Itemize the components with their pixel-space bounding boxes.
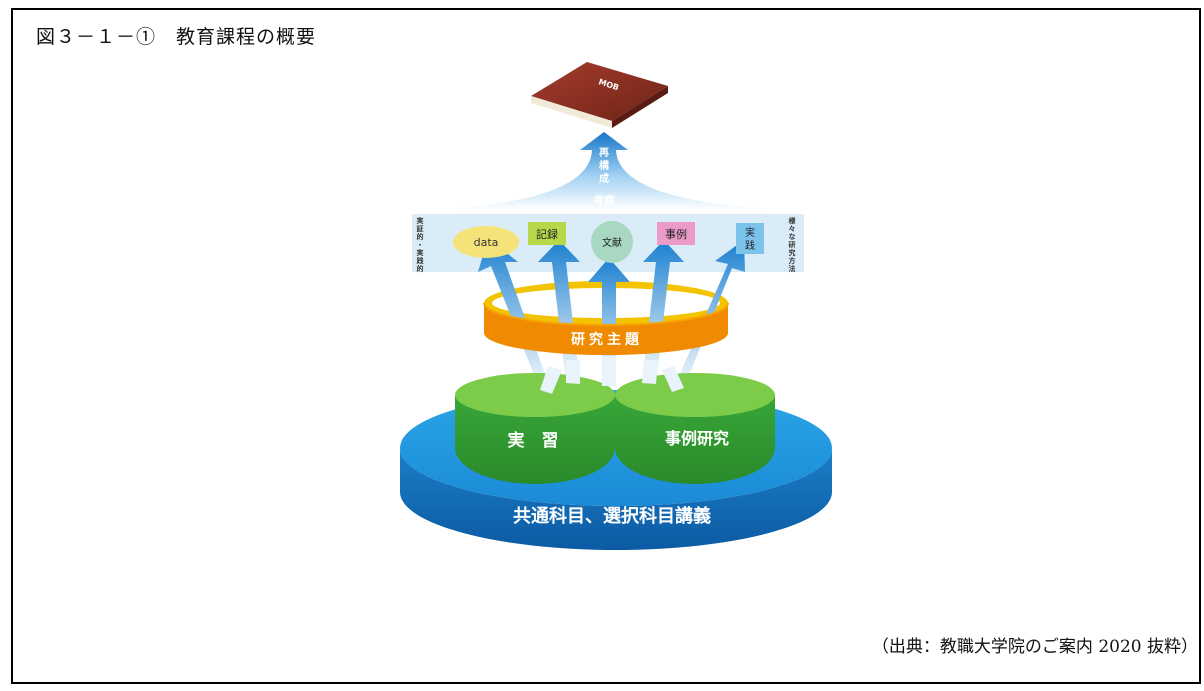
figure-title: 図３－１－① 教育課程の概要 xyxy=(36,26,317,48)
case-study-label: 事例研究 xyxy=(665,429,729,448)
svg-text:事例: 事例 xyxy=(665,227,687,241)
svg-text:data: data xyxy=(474,236,499,249)
svg-text:様: 様 xyxy=(789,216,797,225)
item-literature: 文献 xyxy=(591,221,633,263)
book-icon: MOB xyxy=(531,62,668,128)
practicum-cylinder: 実 習 xyxy=(455,373,615,484)
svg-text:実: 実 xyxy=(745,226,755,239)
research-theme-label: 研究主題 xyxy=(571,331,643,348)
item-case: 事例 xyxy=(657,222,695,245)
svg-text:究: 究 xyxy=(789,248,796,257)
base-label: 共通科目、選択科目講義 xyxy=(513,505,711,527)
source-citation: （出典：教職大学院のご案内 2020 抜粋） xyxy=(871,637,1198,657)
svg-text:的: 的 xyxy=(417,264,424,273)
svg-text:実: 実 xyxy=(417,248,424,257)
svg-text:的: 的 xyxy=(417,232,424,241)
svg-text:研: 研 xyxy=(789,241,796,249)
svg-text:践: 践 xyxy=(745,239,755,252)
consider-label: 考察 xyxy=(593,193,616,207)
svg-text:文献: 文献 xyxy=(602,236,622,249)
left-side-label: 実 証 的 ・ 実 践 的 xyxy=(417,216,424,273)
practicum-label: 実 習 xyxy=(508,430,559,451)
item-record: 記録 xyxy=(528,222,566,245)
svg-text:々: 々 xyxy=(789,225,796,233)
right-side-label: 様 々 な 研 究 方 法 xyxy=(789,216,797,273)
svg-text:証: 証 xyxy=(417,224,424,233)
svg-text:方: 方 xyxy=(789,256,796,265)
svg-text:践: 践 xyxy=(417,256,424,265)
item-practice: 実 践 xyxy=(736,223,764,254)
reconstruct-char-1: 再 xyxy=(599,147,609,159)
research-theme-ring: 研究主題 xyxy=(483,302,729,355)
item-data: data xyxy=(453,226,519,258)
svg-text:実: 実 xyxy=(417,216,424,225)
svg-text:記録: 記録 xyxy=(536,227,558,241)
case-study-cylinder: 事例研究 xyxy=(615,373,775,484)
svg-text:な: な xyxy=(789,232,796,241)
svg-text:法: 法 xyxy=(789,264,796,273)
reconstruct-arrow: 再 構 成 考察 xyxy=(430,132,790,210)
svg-text:・: ・ xyxy=(417,241,424,249)
reconstruct-char-2: 構 xyxy=(599,159,609,172)
reconstruct-char-3: 成 xyxy=(599,172,609,185)
arrow-to-data xyxy=(478,238,552,394)
figure-frame xyxy=(11,8,1201,684)
arrow-to-literature xyxy=(588,258,630,386)
